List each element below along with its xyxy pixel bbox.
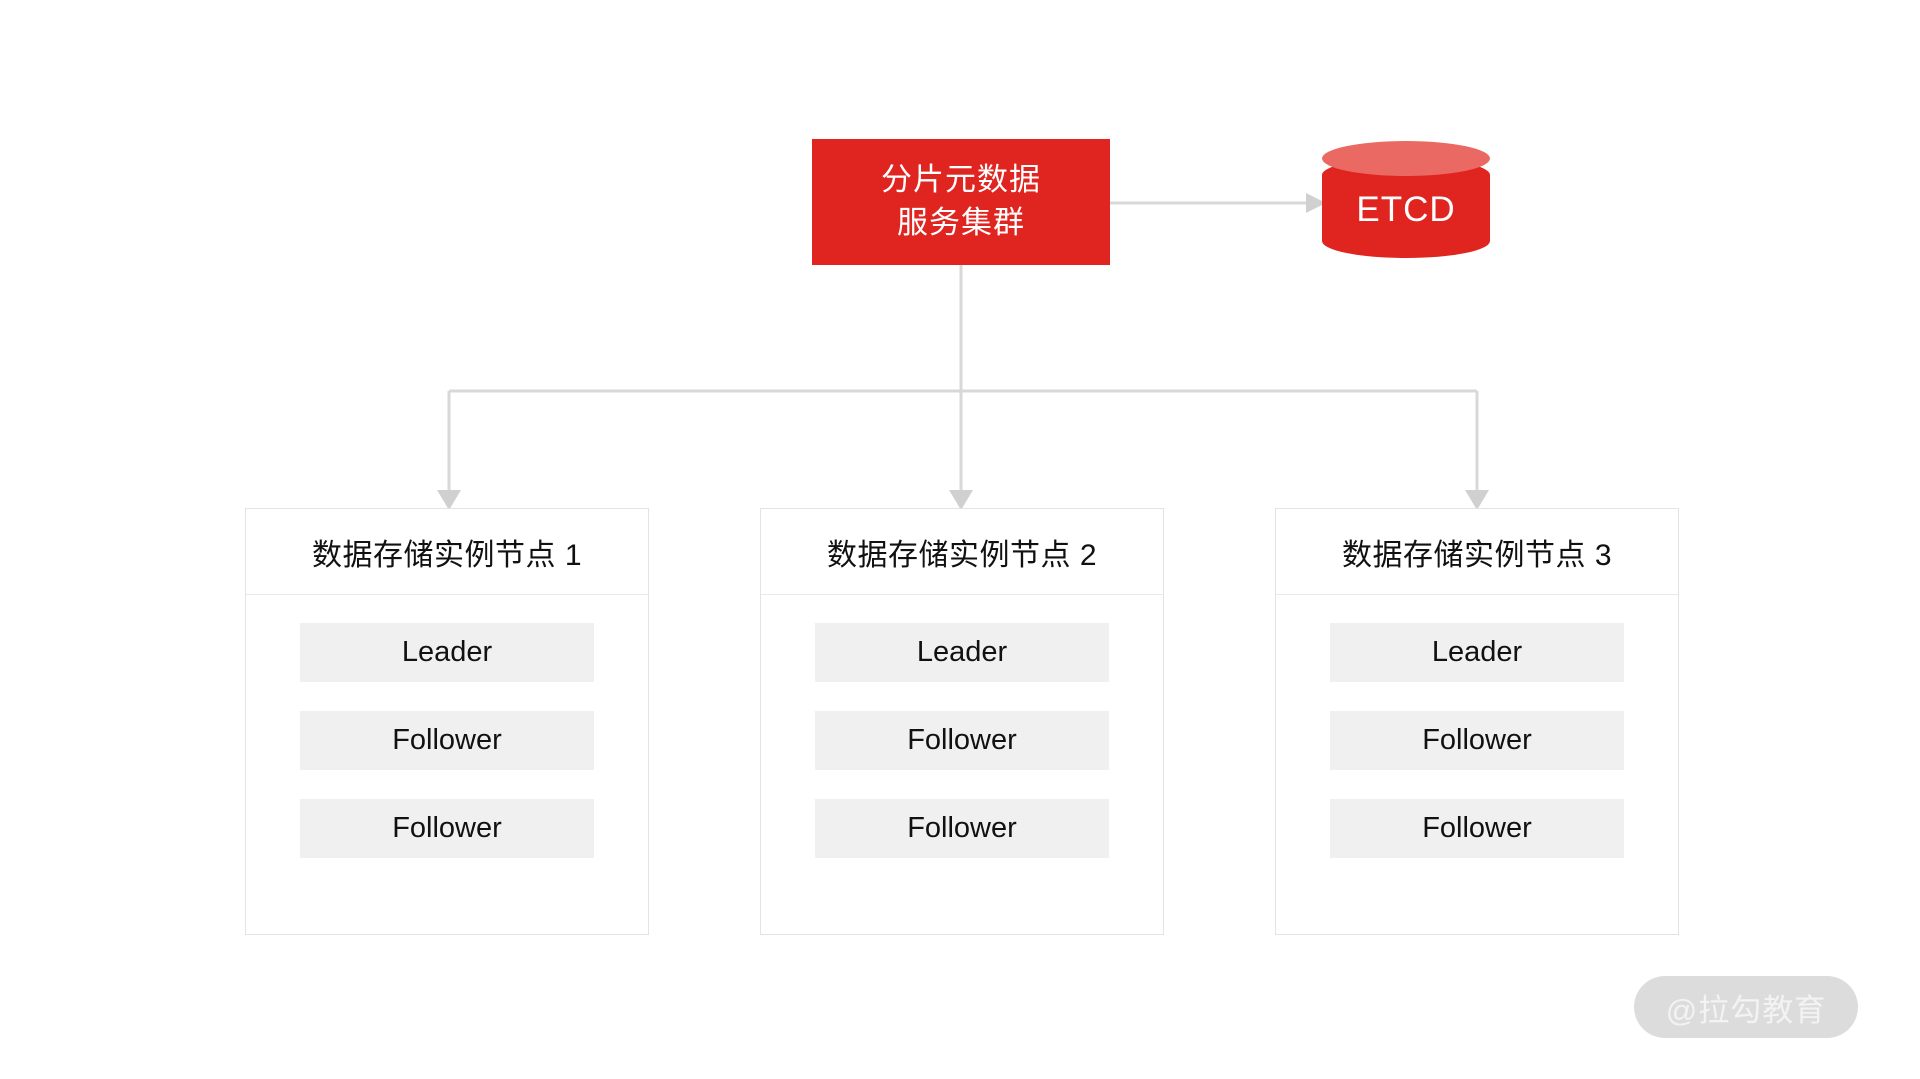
connector-drop-node-1	[437, 391, 461, 510]
storage-node-box-1[interactable]: 数据存储实例节点 1 Leader Follower Follower	[245, 508, 649, 935]
role-bar-follower[interactable]: Follower	[815, 799, 1109, 858]
meta-data-service-label-line1: 分片元数据	[881, 162, 1041, 198]
storage-node-title-3: 数据存储实例节点 3	[1276, 509, 1678, 595]
storage-node-box-3[interactable]: 数据存储实例节点 3 Leader Follower Follower	[1275, 508, 1679, 935]
connector-meta-to-etcd	[1110, 193, 1326, 213]
role-bar-follower[interactable]: Follower	[300, 799, 594, 858]
meta-data-service-box[interactable]: 分片元数据 服务集群	[812, 139, 1110, 265]
storage-node-box-2[interactable]: 数据存储实例节点 2 Leader Follower Follower	[760, 508, 1164, 935]
etcd-cylinder[interactable]: ETCD	[1322, 141, 1490, 261]
storage-node-title-2: 数据存储实例节点 2	[761, 509, 1163, 595]
connector-drop-node-2	[949, 391, 973, 510]
role-bar-leader[interactable]: Leader	[815, 623, 1109, 682]
storage-node-title-1: 数据存储实例节点 1	[246, 509, 648, 595]
cylinder-top-ellipse	[1322, 141, 1490, 176]
meta-data-service-label-line2: 服务集群	[897, 205, 1025, 240]
role-bar-follower[interactable]: Follower	[300, 711, 594, 770]
role-bar-leader[interactable]: Leader	[300, 623, 594, 682]
etcd-label: ETCD	[1356, 190, 1456, 229]
role-bar-follower[interactable]: Follower	[1330, 711, 1624, 770]
watermark-text: @拉勾教育	[1665, 992, 1827, 1028]
storage-node-roles-3: Leader Follower Follower	[1276, 595, 1678, 858]
storage-node-roles-1: Leader Follower Follower	[246, 595, 648, 858]
connector-drop-node-3	[1465, 391, 1489, 510]
storage-node-roles-2: Leader Follower Follower	[761, 595, 1163, 858]
role-bar-follower[interactable]: Follower	[1330, 799, 1624, 858]
role-bar-leader[interactable]: Leader	[1330, 623, 1624, 682]
watermark-badge: @拉勾教育	[1634, 976, 1858, 1038]
role-bar-follower[interactable]: Follower	[815, 711, 1109, 770]
